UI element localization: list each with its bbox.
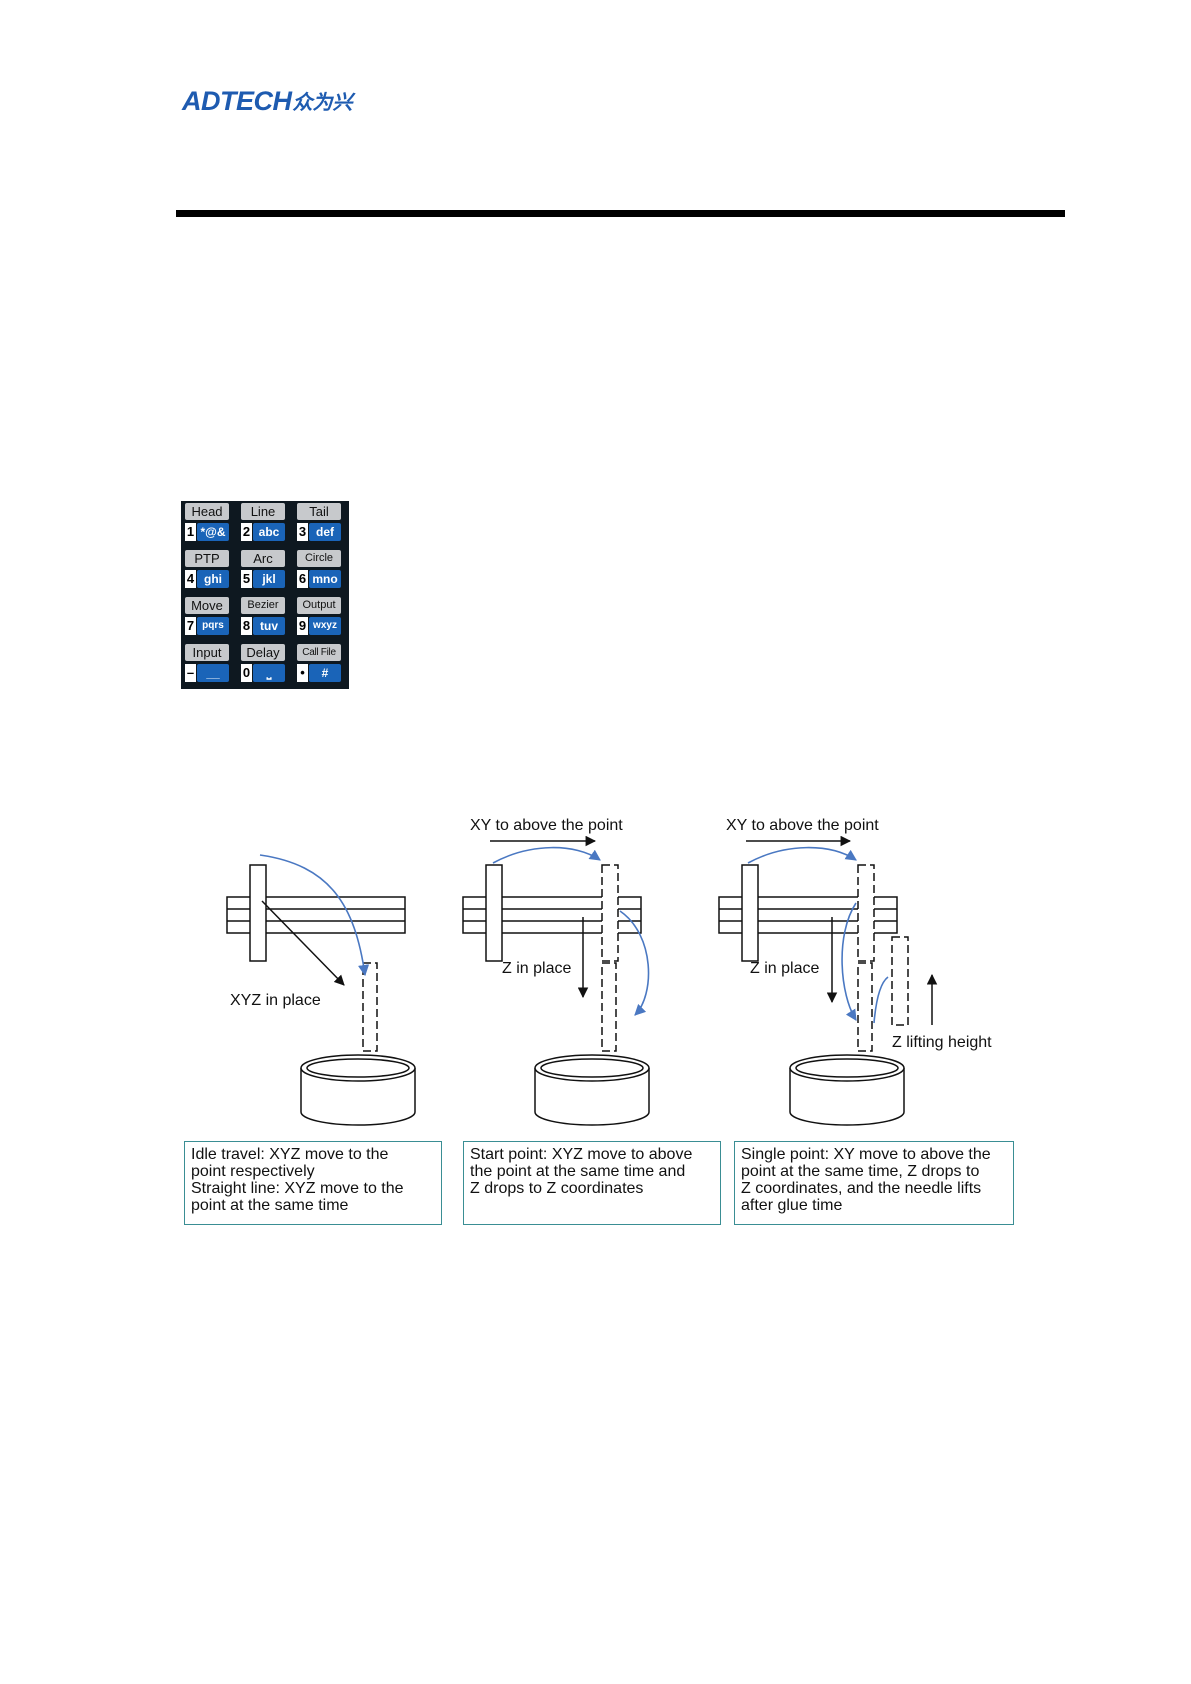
blue-arc-over xyxy=(492,846,601,864)
header-divider xyxy=(176,210,1065,217)
keypad-key: Head 1*@& xyxy=(181,501,229,545)
key-label: Bezier xyxy=(241,597,285,614)
key-label: Call File xyxy=(297,644,341,661)
caption-line: Straight line: XYZ move to the xyxy=(191,1180,404,1197)
caption-start-point: Start point: XYZ move to above the point… xyxy=(463,1141,721,1225)
caption-line: Start point: XYZ move to above xyxy=(470,1146,693,1163)
key-label: Tail xyxy=(297,503,341,520)
caption-line: Z drops to Z coordinates xyxy=(470,1180,644,1197)
blue-lift-curve xyxy=(873,976,889,1024)
needle-above-dashed xyxy=(857,864,875,962)
needle-head xyxy=(249,864,267,962)
key-letters: def xyxy=(309,523,341,541)
keypad-key: Delay 0⎵ xyxy=(237,642,285,686)
keypad-key: Call File •# xyxy=(293,642,341,686)
logo-text: ADTECH xyxy=(182,86,292,116)
key-label: PTP xyxy=(185,550,229,567)
needle-down-dashed xyxy=(601,962,617,1052)
key-number: 9 xyxy=(297,617,308,635)
caption-single-point: Single point: XY move to above the point… xyxy=(734,1141,1014,1225)
needle-above-dashed xyxy=(601,864,619,962)
caption-line: after glue time xyxy=(741,1197,843,1214)
label-z-in-place: Z in place xyxy=(750,960,819,977)
panel-single-point: XY to above the point Z in place Z lifti… xyxy=(718,817,992,1126)
company-logo: ADTECH 众为兴 xyxy=(182,86,353,116)
caption-line: Single point: XY move to above the xyxy=(741,1146,991,1163)
motion-diagram-svg: XYZ in place XY to above the point Z in … xyxy=(226,817,992,1126)
caption-line: Idle travel: XYZ move to the xyxy=(191,1146,389,1163)
key-letters: pqrs xyxy=(197,617,229,635)
needle-head xyxy=(485,864,503,962)
key-number: 6 xyxy=(297,570,308,588)
label-xy-above-point: XY to above the point xyxy=(470,817,623,834)
blue-arc-over xyxy=(747,846,857,864)
label-z-lifting-height: Z lifting height xyxy=(892,1034,992,1051)
key-label: Circle xyxy=(297,550,341,567)
key-number: 2 xyxy=(241,523,252,541)
key-letters: *@& xyxy=(197,523,229,541)
panel-start-point: XY to above the point Z in place xyxy=(462,817,650,1126)
workpiece xyxy=(789,1054,905,1126)
caption-line: point at the same time xyxy=(191,1197,349,1214)
key-letters: abc xyxy=(253,523,285,541)
needle-target-dashed xyxy=(362,962,378,1052)
key-label: Head xyxy=(185,503,229,520)
blue-drop-curve xyxy=(841,902,857,1021)
key-label: Output xyxy=(297,597,341,614)
key-number: 7 xyxy=(185,617,196,635)
caption-line: the point at the same time and xyxy=(470,1163,686,1180)
logo-chinese-text: 众为兴 xyxy=(292,90,353,114)
key-number: 4 xyxy=(185,570,196,588)
key-letters: wxyz xyxy=(309,617,341,635)
key-label: Arc xyxy=(241,550,285,567)
workpiece xyxy=(300,1054,416,1126)
key-letters: __ xyxy=(197,664,229,682)
key-label: Delay xyxy=(241,644,285,661)
blue-travel-curve xyxy=(259,854,370,977)
needle-head xyxy=(741,864,759,962)
blue-drop-curve xyxy=(619,910,650,1016)
needle-lifted-dashed xyxy=(891,936,909,1026)
key-label: Move xyxy=(185,597,229,614)
key-number: 3 xyxy=(297,523,308,541)
key-number: • xyxy=(297,664,308,682)
label-z-in-place: Z in place xyxy=(502,960,571,977)
key-letters: jkl xyxy=(253,570,285,588)
key-number: 8 xyxy=(241,617,252,635)
workpiece xyxy=(534,1054,650,1126)
key-label: Input xyxy=(185,644,229,661)
label-xy-above-point: XY to above the point xyxy=(726,817,879,834)
caption-line: point respectively xyxy=(191,1163,315,1180)
caption-idle-travel: Idle travel: XYZ move to the point respe… xyxy=(184,1141,442,1225)
xyz-move-arrow xyxy=(261,900,345,986)
key-number: – xyxy=(185,664,196,682)
key-number: 5 xyxy=(241,570,252,588)
key-number: 1 xyxy=(185,523,196,541)
motion-diagram: XYZ in place XY to above the point Z in … xyxy=(180,805,1030,1235)
key-letters: tuv xyxy=(253,617,285,635)
needle-down-dashed xyxy=(857,962,873,1052)
key-letters: mno xyxy=(309,570,341,588)
key-letters: ghi xyxy=(197,570,229,588)
caption-line: Z coordinates, and the needle lifts xyxy=(741,1180,982,1197)
key-letters: ⎵ xyxy=(253,664,285,682)
caption-line: point at the same time, Z drops to xyxy=(741,1163,980,1180)
key-number: 0 xyxy=(241,664,252,682)
keypad-key: Input –__ xyxy=(181,642,229,686)
label-xyz-in-place: XYZ in place xyxy=(230,992,321,1009)
key-label: Line xyxy=(241,503,285,520)
key-letters: # xyxy=(309,664,341,682)
panel-idle-travel: XYZ in place xyxy=(226,854,416,1126)
